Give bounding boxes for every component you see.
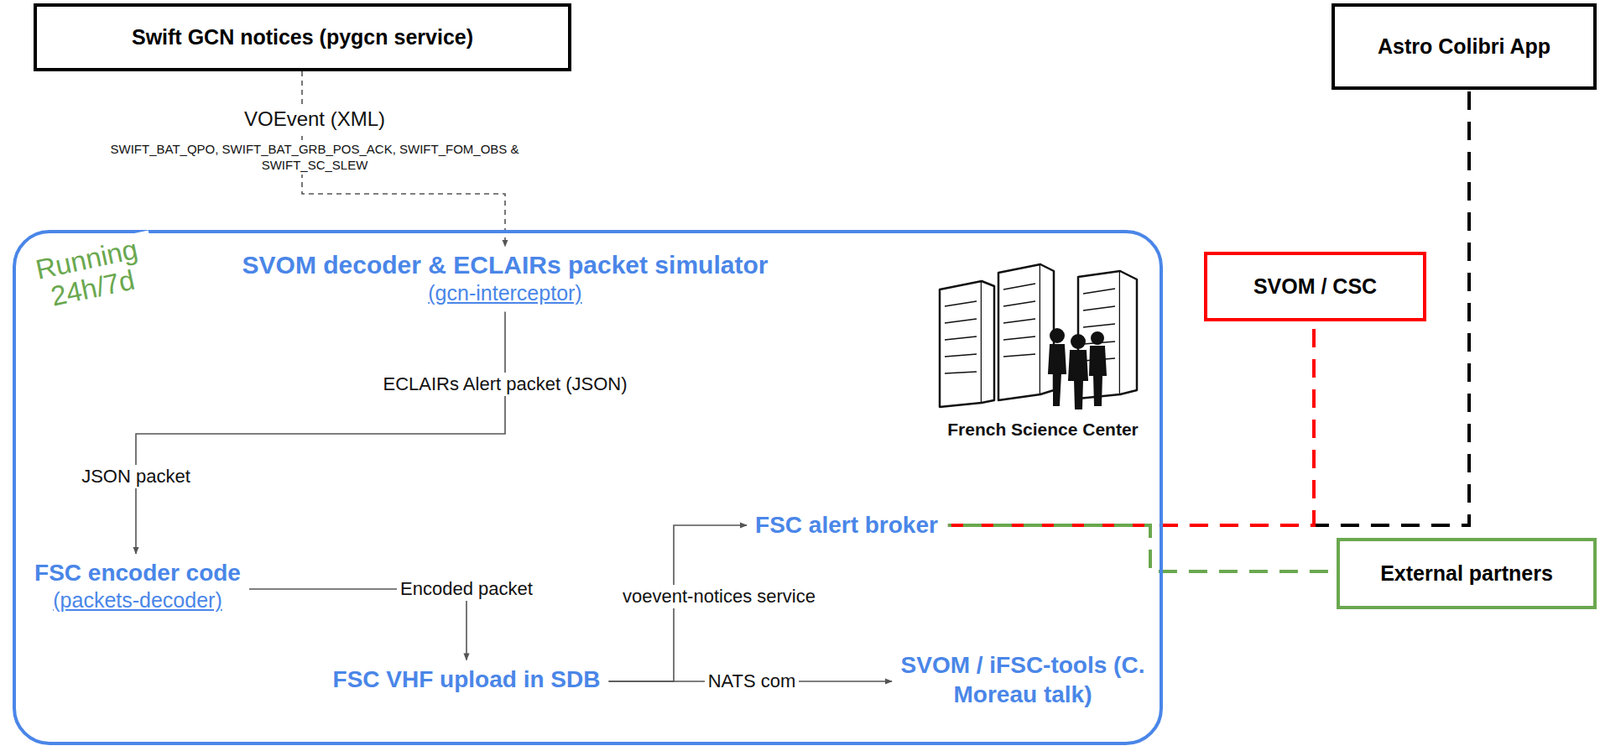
process-title: FSC VHF upload in SDB bbox=[333, 664, 601, 694]
box-title: SVOM / CSC bbox=[1253, 274, 1377, 299]
app-box: Astro Colibri App bbox=[1331, 3, 1597, 90]
source-box: Swift GCN notices (pygcn service) bbox=[33, 3, 572, 72]
flow-label: ECLAIRs Alert packet (JSON) bbox=[380, 372, 631, 397]
box-title: Swift GCN notices (pygcn service) bbox=[131, 25, 474, 50]
flow-label: VOEvent (XML) bbox=[240, 106, 389, 132]
process-title: FSC alert broker bbox=[755, 510, 939, 540]
notice-types: SWIFT_BAT_QPO, SWIFT_BAT_GRB_POS_ACK, SW… bbox=[93, 140, 537, 175]
status-label: Running 24h/7d bbox=[18, 229, 162, 318]
process-label: SVOM decoder & ECLAIRs packet simulator(… bbox=[242, 249, 769, 308]
link-text: (packets-decoder) bbox=[34, 587, 241, 614]
flow-label: Encoded packet bbox=[396, 577, 537, 601]
illustration-caption: French Science Center bbox=[943, 418, 1142, 441]
box-title: External partners bbox=[1380, 561, 1554, 586]
connector bbox=[948, 525, 1337, 572]
process-label: FSC encoder code(packets-decoder) bbox=[34, 557, 241, 614]
flow-label: voevent-notices service bbox=[619, 584, 819, 609]
partner-box: SVOM / CSC bbox=[1203, 251, 1427, 322]
link-text: (gcn-interceptor) bbox=[242, 280, 769, 307]
process-title: FSC encoder code bbox=[34, 557, 241, 588]
flow-label: NATS com bbox=[704, 669, 800, 694]
box-title: Astro Colibri App bbox=[1377, 34, 1551, 59]
connector bbox=[135, 311, 506, 554]
server-illustration bbox=[931, 255, 1158, 416]
process-title: SVOM / iFSC-tools (C. Moreau talk) bbox=[900, 650, 1146, 709]
process-label: SVOM / iFSC-tools (C. Moreau talk) bbox=[900, 650, 1146, 709]
flow-label: JSON packet bbox=[78, 464, 194, 489]
connector bbox=[948, 89, 1470, 526]
process-title: SVOM decoder & ECLAIRs packet simulator bbox=[242, 249, 769, 282]
process-label: FSC alert broker bbox=[755, 510, 939, 540]
process-label: FSC VHF upload in SDB bbox=[333, 664, 601, 694]
partner-box: External partners bbox=[1336, 537, 1597, 610]
